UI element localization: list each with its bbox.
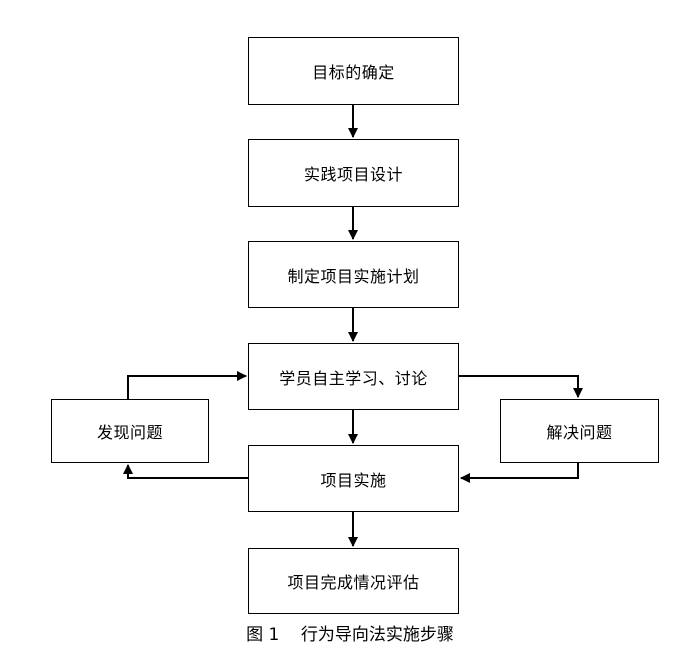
step-project-design: 实践项目设计 xyxy=(248,139,459,207)
arrow-study-to-solve-problem xyxy=(459,375,583,398)
arrow-solve-problem-to-implementation xyxy=(460,463,579,483)
step-implementation-plan-label: 制定项目实施计划 xyxy=(287,266,420,286)
step-project-implementation-label: 项目实施 xyxy=(320,470,387,490)
step-project-implementation: 项目实施 xyxy=(248,445,459,512)
arrow-implementation-to-find-problem xyxy=(123,464,248,479)
side-solve-problem: 解决问题 xyxy=(500,399,659,463)
step-self-study-discussion-label: 学员自主学习、讨论 xyxy=(279,368,428,388)
step-self-study-discussion: 学员自主学习、讨论 xyxy=(248,343,459,410)
step-implementation-plan: 制定项目实施计划 xyxy=(248,241,459,308)
side-find-problem: 发现问题 xyxy=(51,399,209,463)
step-goal-definition: 目标的确定 xyxy=(248,37,459,105)
step-completion-evaluation-label: 项目完成情况评估 xyxy=(287,573,420,592)
step-completion-evaluation: 项目完成情况评估 xyxy=(248,548,459,614)
side-solve-problem-label: 解决问题 xyxy=(546,423,613,442)
arrow-find-problem-to-study xyxy=(127,371,247,399)
step-project-design-label: 实践项目设计 xyxy=(303,165,403,184)
figure-caption: 图 1 行为导向法实施步骤 xyxy=(246,625,454,645)
step-goal-definition-label: 目标的确定 xyxy=(312,63,395,82)
side-find-problem-label: 发现问题 xyxy=(96,423,163,442)
